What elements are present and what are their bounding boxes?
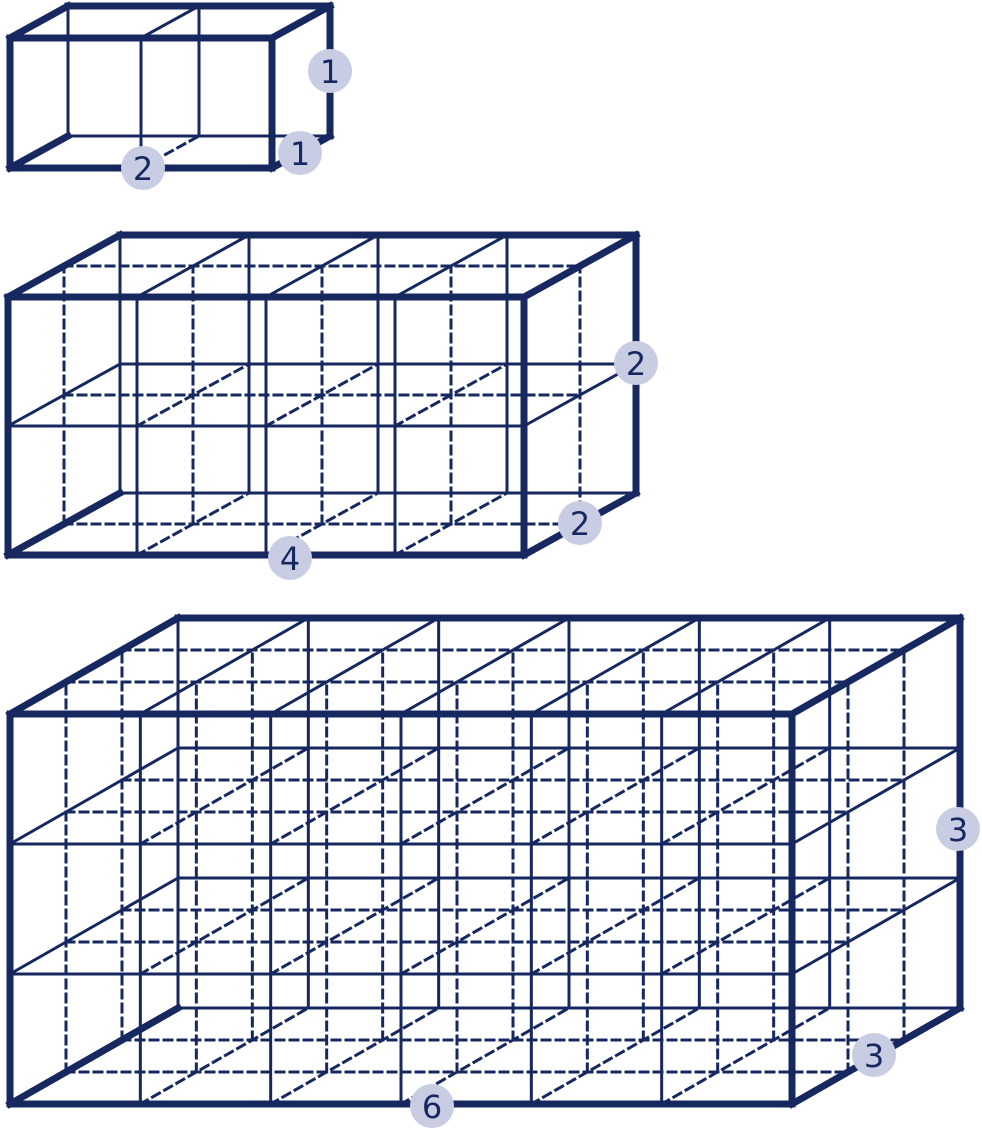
- edge-depth: [5, 1, 73, 43]
- grid-depth: [7, 875, 181, 977]
- grid-depth: [138, 1005, 311, 1107]
- grid-depth: [138, 615, 311, 717]
- grid-depth: [268, 875, 441, 977]
- grid-depth: [529, 615, 702, 717]
- depth-badge: 2: [558, 501, 602, 545]
- grid-depth: [268, 745, 441, 847]
- depth-label: 1: [290, 135, 310, 173]
- grid-depth: [138, 133, 202, 171]
- height-label: 1: [320, 53, 340, 91]
- grid-depth: [392, 232, 510, 300]
- grid-depth: [134, 232, 252, 300]
- length-badge: 4: [268, 536, 312, 580]
- grid-depth: [659, 875, 832, 977]
- grid-depth: [398, 615, 572, 717]
- edge-depth: [5, 1003, 183, 1109]
- grid-depth: [659, 615, 832, 717]
- grid-depth: [529, 745, 702, 847]
- grid-depth: [263, 232, 381, 300]
- grid-depth: [263, 361, 381, 429]
- grid-depth: [398, 875, 572, 977]
- grid-depth: [392, 490, 510, 558]
- grid-depth: [392, 361, 510, 429]
- edge-depth: [5, 131, 73, 173]
- grid-depth: [7, 745, 181, 847]
- box-2x2x4: 4 2 2: [3, 230, 658, 580]
- grid-depth: [268, 615, 441, 717]
- length-label: 4: [280, 540, 300, 578]
- grid-depth: [789, 875, 963, 977]
- depth-label: 2: [570, 505, 590, 543]
- grid-depth: [5, 361, 123, 429]
- height-badge: 1: [308, 49, 352, 93]
- grid-depth: [659, 1005, 832, 1107]
- length-badge: 6: [410, 1084, 454, 1128]
- depth-badge: 3: [852, 1033, 896, 1077]
- grid-depth: [268, 1005, 441, 1107]
- edge-depth: [3, 230, 125, 302]
- edge-depth: [787, 613, 965, 719]
- edge-depth: [267, 1, 335, 43]
- grid-depth: [134, 490, 252, 558]
- length-badge: 2: [121, 146, 165, 190]
- edge-depth: [3, 488, 125, 560]
- height-label: 3: [948, 811, 968, 849]
- grid-depth: [789, 745, 963, 847]
- grid-depth: [134, 361, 252, 429]
- depth-badge: 1: [278, 131, 322, 175]
- box-3x3x6-edges: [5, 613, 965, 1109]
- grid-depth: [138, 3, 202, 41]
- grid-depth: [138, 875, 311, 977]
- height-badge: 2: [614, 341, 658, 385]
- height-badge: 3: [936, 807, 980, 851]
- depth-label: 3: [864, 1037, 884, 1075]
- box-3x3x6: 6 3 3: [5, 613, 980, 1128]
- box-1x1x2: 2 1 1: [5, 1, 352, 190]
- length-label: 2: [133, 150, 153, 188]
- box-2x2x4-edges: [3, 230, 641, 560]
- grid-depth: [529, 875, 702, 977]
- edge-depth: [5, 613, 183, 719]
- edge-depth: [519, 230, 641, 302]
- grid-depth: [529, 1005, 702, 1107]
- grid-depth: [659, 745, 832, 847]
- length-label: 6: [422, 1088, 442, 1126]
- grid-depth: [138, 745, 311, 847]
- grid-depth: [398, 745, 572, 847]
- height-label: 2: [626, 345, 646, 383]
